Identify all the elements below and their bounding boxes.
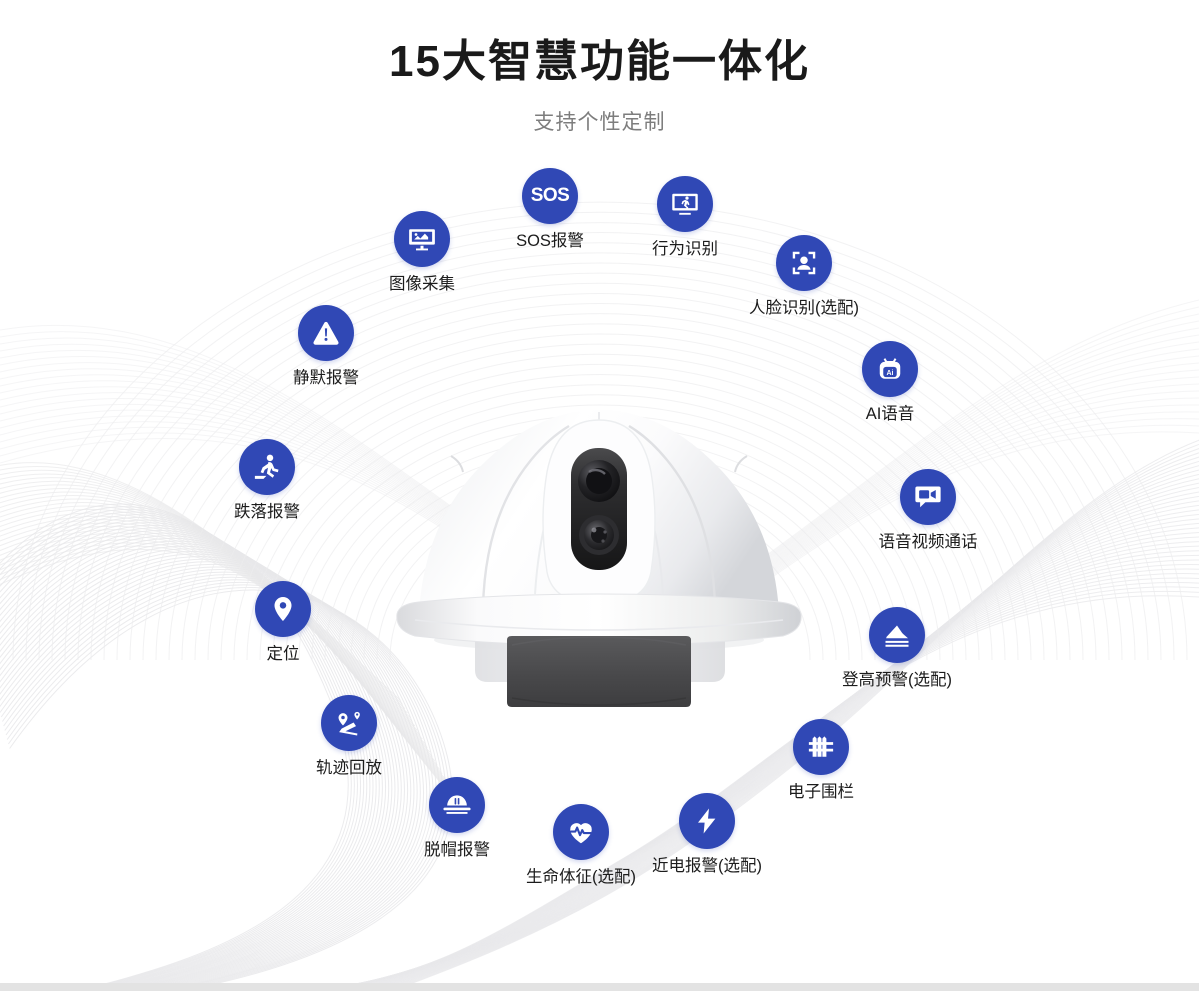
feature-node[interactable]: 跌落报警 (167, 439, 367, 523)
behavior-monitor-icon[interactable] (657, 176, 713, 232)
svg-text:Ai: Ai (887, 370, 894, 377)
feature-label: AI语音 (865, 405, 915, 423)
feature-node[interactable]: 登高预警(选配) (797, 607, 997, 691)
track-playback-icon[interactable] (321, 695, 377, 751)
feature-label: 语音视频通话 (878, 533, 978, 551)
header: 15大智慧功能一体化 支持个性定制 (0, 0, 1199, 136)
feature-node[interactable]: 静默报警 (226, 305, 426, 389)
feature-node[interactable]: 轨迹回放 (249, 695, 449, 779)
feature-label: 静默报警 (293, 369, 359, 387)
location-pin-icon[interactable] (255, 581, 311, 637)
helmet-off-icon[interactable] (429, 777, 485, 833)
silent-alarm-icon[interactable] (298, 305, 354, 361)
page-title: 15大智慧功能一体化 (389, 37, 810, 86)
feature-node[interactable]: 定位 (183, 581, 383, 665)
video-call-icon[interactable] (900, 469, 956, 525)
feature-node[interactable]: 人脸识别(选配) (704, 235, 904, 319)
feature-label: 轨迹回放 (316, 759, 382, 777)
feature-label: 脱帽报警 (424, 841, 490, 859)
vital-signs-icon[interactable] (553, 804, 609, 860)
image-capture-icon[interactable] (394, 211, 450, 267)
feature-label: 生命体征(选配) (526, 868, 636, 886)
product-image-smart-helmet (379, 368, 820, 718)
sos-icon[interactable]: SOS (522, 168, 578, 224)
feature-label: 登高预警(选配) (842, 671, 952, 689)
ai-voice-robot-icon[interactable]: Ai (862, 341, 918, 397)
bottom-divider-strip (0, 983, 1199, 991)
feature-node[interactable]: 图像采集 (322, 211, 522, 295)
feature-node[interactable]: 语音视频通话 (828, 469, 1028, 553)
feature-label: 跌落报警 (234, 503, 300, 521)
page-subtitle: 支持个性定制 (533, 111, 666, 134)
feature-label: SOS报警 (516, 232, 584, 250)
feature-label: 人脸识别(选配) (749, 299, 859, 317)
face-recognition-icon[interactable] (776, 235, 832, 291)
feature-label: 定位 (266, 645, 300, 663)
altitude-warning-icon[interactable] (869, 607, 925, 663)
feature-label: 图像采集 (389, 275, 455, 293)
electronic-fence-icon[interactable] (793, 719, 849, 775)
electric-proximity-icon[interactable] (679, 793, 735, 849)
feature-node[interactable]: 脱帽报警 (357, 777, 557, 861)
fall-alarm-icon[interactable] (239, 439, 295, 495)
feature-node[interactable]: 电子围栏 (721, 719, 921, 803)
